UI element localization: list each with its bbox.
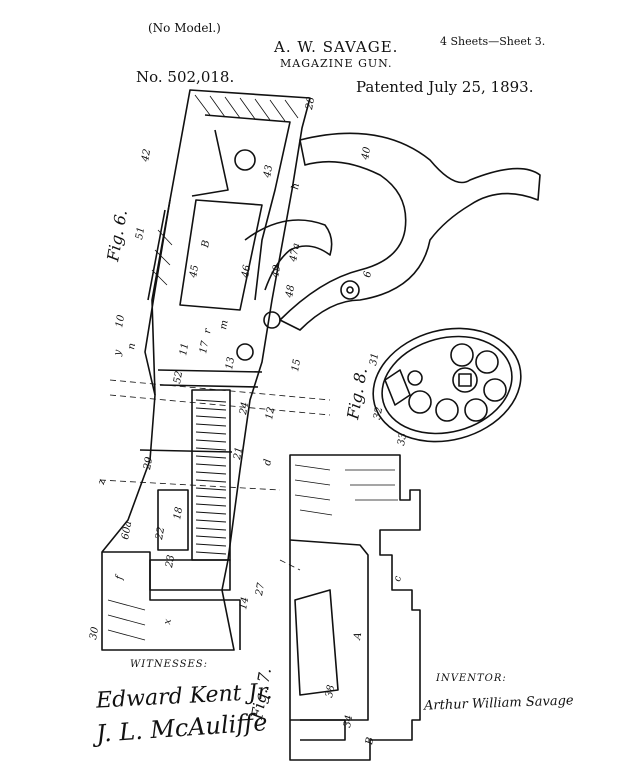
ref-27: 27 (254, 581, 267, 597)
magazine-spring (157, 389, 231, 561)
ref-21: 21 (232, 446, 245, 461)
lever-trigger-guard (234, 132, 541, 361)
figure-8-label: Fig. 8. (343, 366, 371, 421)
ref-23: 23 (164, 554, 177, 569)
hatched-top-section (151, 94, 299, 286)
inventor-label: INVENTOR: (436, 673, 507, 684)
no-model-note: (No Model.) (148, 21, 221, 35)
fig8-cross-section (372, 327, 522, 443)
ref-n: n (126, 342, 138, 350)
figure-6-label: Fig. 6. (103, 208, 131, 263)
ref-40: 40 (360, 145, 373, 161)
fig7-section (289, 454, 421, 761)
ref-47: 47a (288, 242, 302, 263)
section-lines (99, 379, 331, 571)
stock-base (102, 551, 241, 650)
ref-29: 29 (142, 455, 155, 471)
ref-11: 11 (178, 342, 191, 356)
sheet-number: 4 Sheets—Sheet 3. (440, 35, 546, 48)
invention-title: MAGAZINE GUN. (280, 57, 393, 70)
inventor-header: A. W. SAVAGE. (274, 38, 399, 56)
ref-38: 38 (324, 684, 337, 698)
ref-z: z (96, 478, 108, 487)
ref-6: 6 (362, 270, 374, 279)
ref-22: 22 (154, 526, 167, 541)
ref-33: 33 (396, 432, 409, 446)
ref-46: 46 (240, 263, 253, 279)
ref-60a: 60a (120, 520, 134, 540)
ref-15: 15 (290, 358, 303, 372)
ref-y: y (112, 349, 124, 358)
witnesses-label: WITNESSES: (130, 659, 208, 670)
ref-42: 42 (140, 148, 153, 163)
ref-B: B (200, 239, 212, 249)
ref-12: 12 (264, 406, 277, 420)
ref-31: 31 (368, 352, 381, 366)
ref-49: 49 (270, 263, 283, 279)
patented-date: Patented July 25, 1893. (356, 78, 534, 96)
ref-34: 34 (342, 714, 355, 728)
ref-48: 48 (284, 284, 297, 299)
ref-24: 24 (238, 401, 251, 416)
ref-m: m (218, 319, 230, 330)
ref-13: 13 (224, 356, 237, 370)
ref-h: h (290, 182, 302, 190)
ref-c: c (392, 575, 404, 583)
ref-10: 10 (114, 313, 127, 328)
ref-f: f (114, 573, 126, 582)
gun-receiver-body (101, 89, 311, 651)
reference-numerals: 28 42 40 43 h 51 B 45 46 47a 48 49 6 10 … (88, 96, 409, 746)
ref-B2: B (364, 736, 376, 746)
ref-43: 43 (262, 164, 275, 179)
ref-17: 17 (198, 339, 211, 354)
ref-18: 18 (172, 506, 185, 520)
patent-number: No. 502,018. (136, 68, 235, 86)
ref-14: 14 (238, 596, 251, 610)
ref-51: 51 (134, 226, 147, 240)
ref-30: 30 (88, 625, 101, 640)
ref-A: A (352, 631, 364, 641)
ref-32: 32 (372, 406, 385, 420)
ref-28: 28 (304, 96, 317, 111)
ref-r: r (202, 327, 214, 335)
ref-45: 45 (188, 264, 201, 279)
ref-52: 52 (172, 370, 185, 384)
ref-d: d (262, 458, 274, 466)
ref-x: x (162, 618, 174, 626)
